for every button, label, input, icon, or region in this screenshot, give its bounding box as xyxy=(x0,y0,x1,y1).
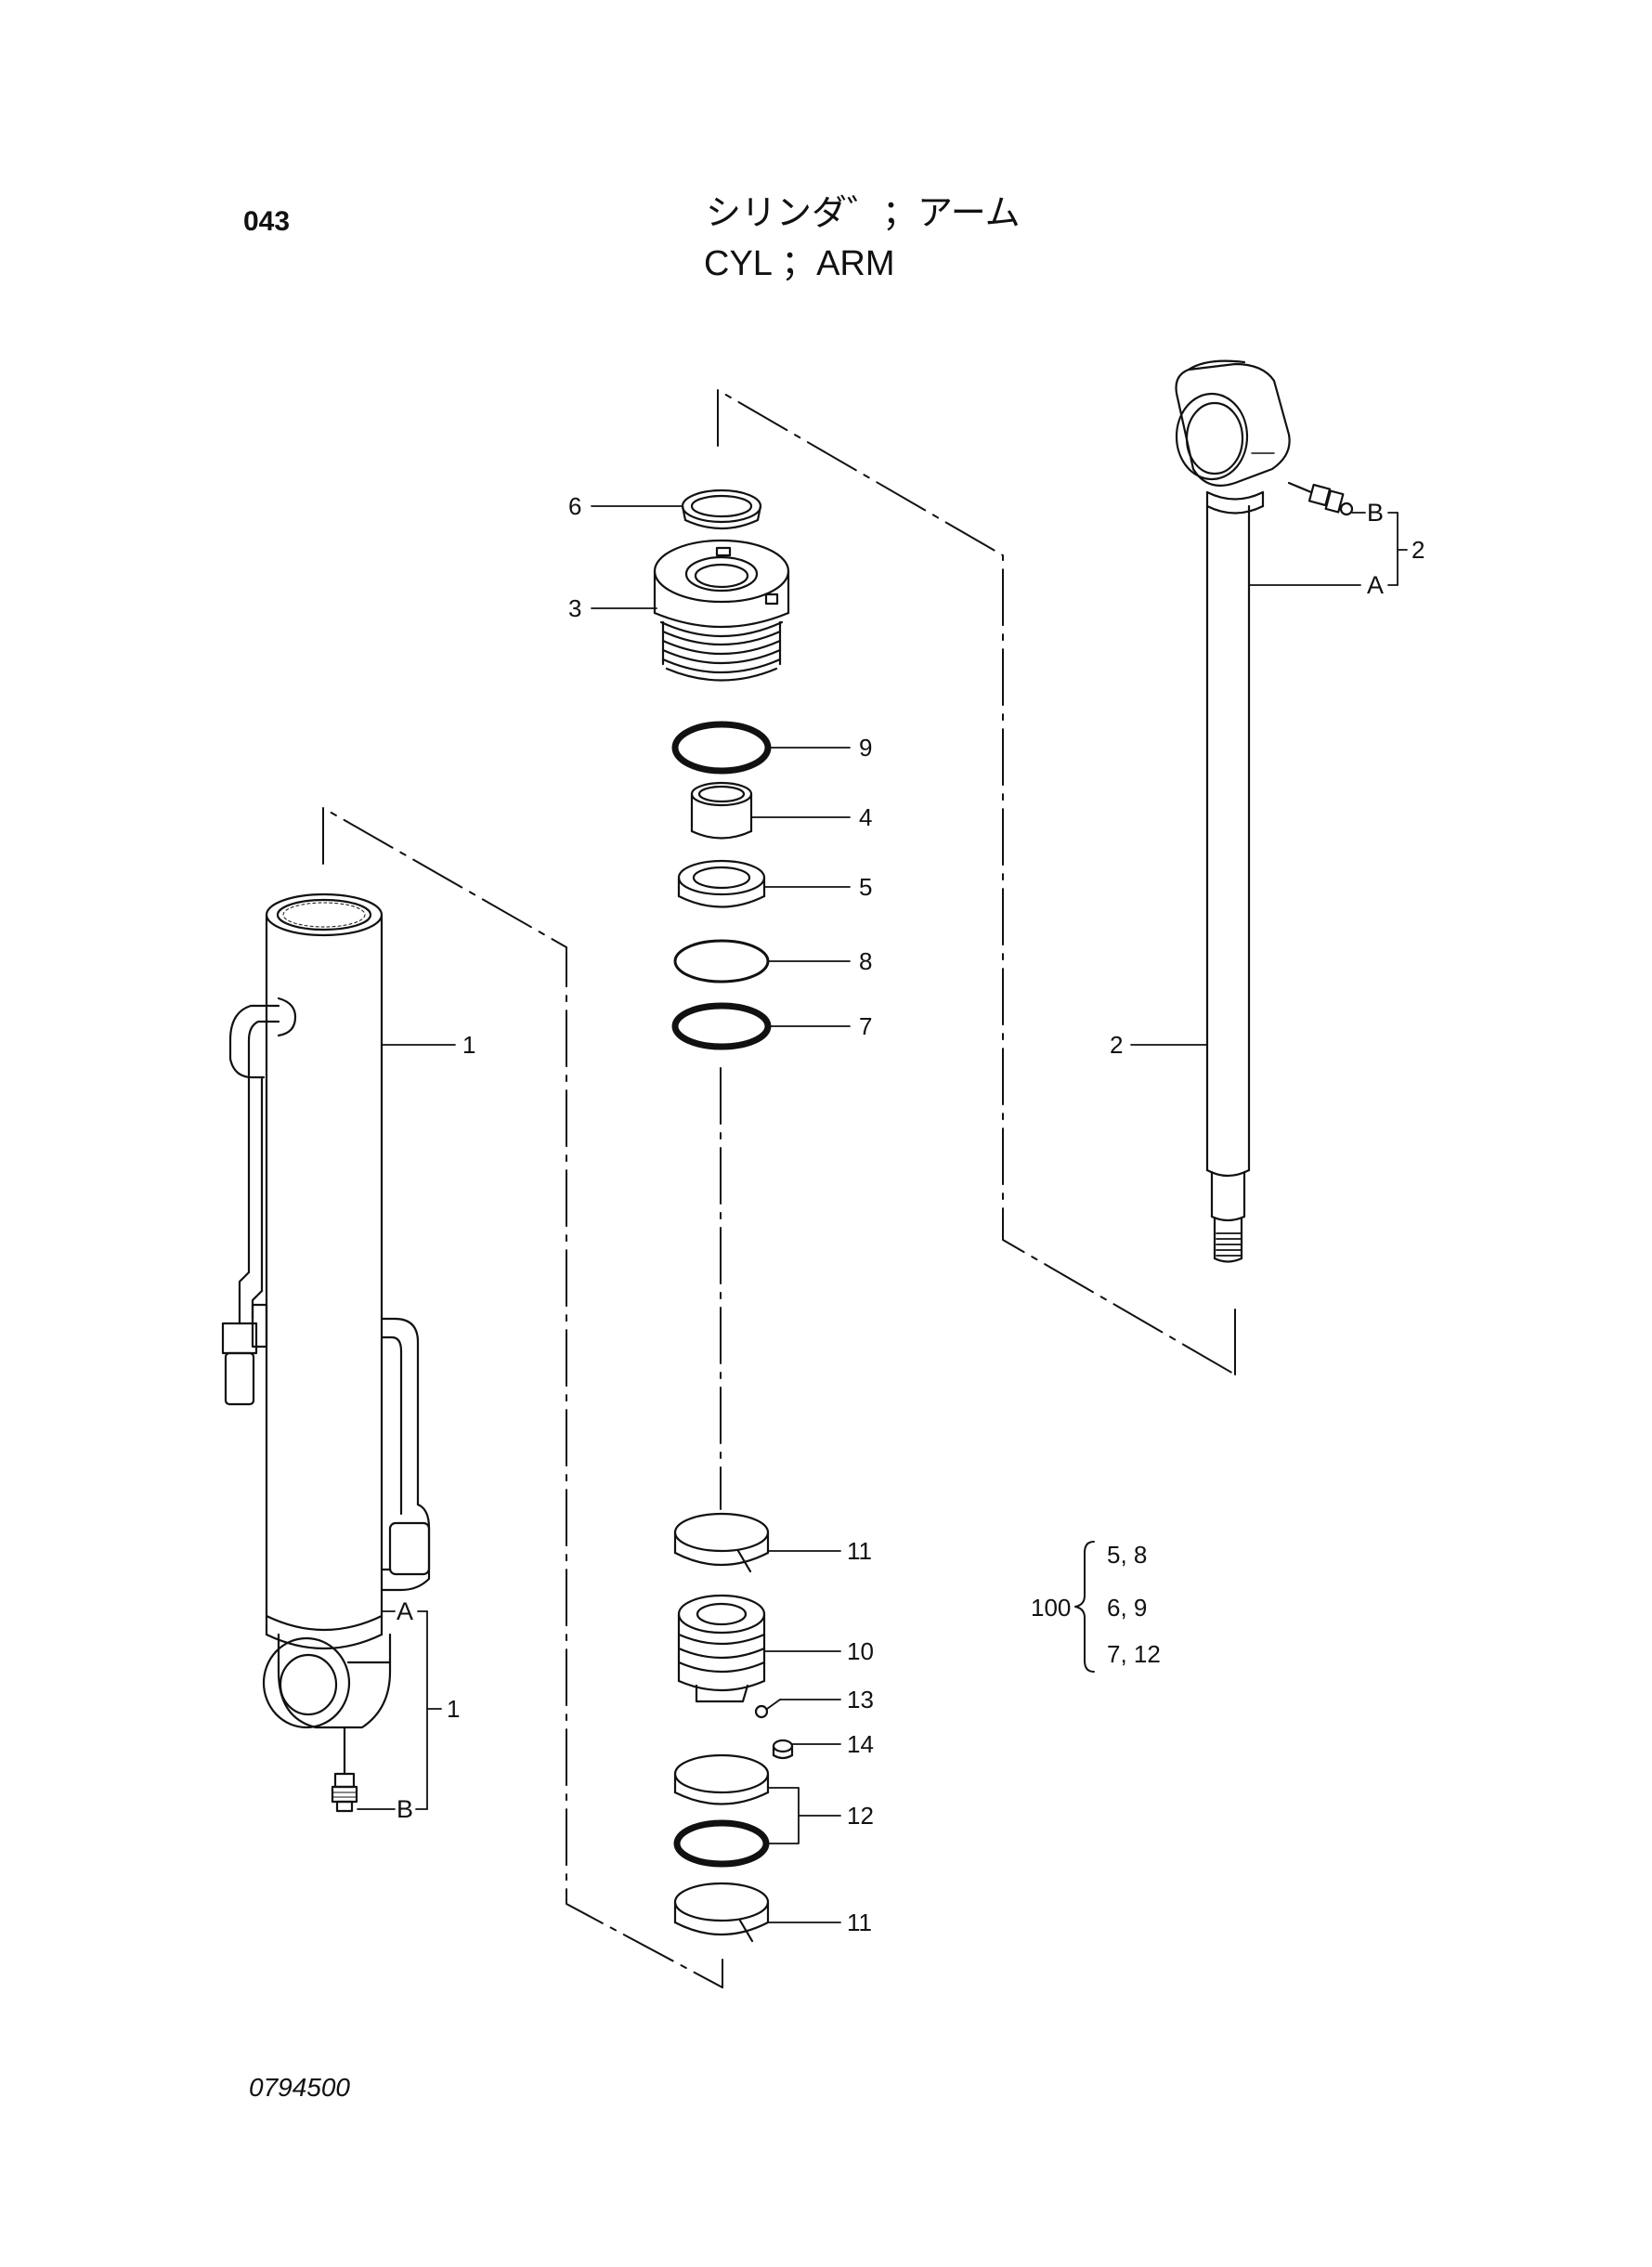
title-japanese: シリンダ゛；アーム xyxy=(706,192,1021,233)
rod-cover-part-3 xyxy=(653,539,790,682)
kit-row-3: 7, 12 xyxy=(1107,1640,1161,1668)
kit-row-1: 5, 8 xyxy=(1107,1541,1147,1569)
callout-11-upper: 11 xyxy=(847,1537,872,1565)
callout-6: 6 xyxy=(568,492,581,520)
backup-ring-part-8 xyxy=(673,939,770,984)
slide-ring-part-11-lower xyxy=(673,1882,770,1943)
cylinder-tube-part-1 xyxy=(221,892,431,1813)
callout-2-bracket: 2 xyxy=(1411,536,1424,564)
slide-ring-part-11-upper xyxy=(673,1512,770,1573)
callout-7: 7 xyxy=(859,1012,872,1040)
callout-B-left: B xyxy=(397,1795,413,1823)
assembly-line-right xyxy=(717,389,1236,1375)
seal-part-5 xyxy=(677,859,766,908)
piston-part-10 xyxy=(677,1594,766,1703)
callout-10: 10 xyxy=(847,1637,874,1665)
callout-4: 4 xyxy=(859,803,872,831)
o-ring-part-9 xyxy=(671,721,772,775)
piston-rod-part-2 xyxy=(1175,359,1354,1263)
callout-2-main: 2 xyxy=(1110,1031,1123,1059)
set-screw-part-14 xyxy=(772,1739,794,1760)
title-english: CYL ；ARM xyxy=(704,244,895,283)
callout-13: 13 xyxy=(847,1686,874,1713)
seal-set-part-12 xyxy=(673,1753,770,1868)
callout-8: 8 xyxy=(859,947,872,975)
callout-labels: 6 3 9 4 5 8 7 11 10 13 14 12 11 1 1 A B … xyxy=(397,492,1424,1936)
steel-ball-part-13 xyxy=(754,1704,769,1719)
callout-12: 12 xyxy=(847,1802,874,1830)
assembly-line-left xyxy=(322,807,723,1988)
kit-row-2: 6, 9 xyxy=(1107,1594,1147,1622)
callout-A-left: A xyxy=(397,1597,413,1625)
drawing-number: 0794500 xyxy=(249,2073,351,2102)
callout-B-right: B xyxy=(1367,499,1384,527)
callout-1-bracket: 1 xyxy=(447,1695,460,1723)
o-ring-part-7 xyxy=(671,1002,772,1050)
kit-number: 100 xyxy=(1031,1594,1071,1622)
bushing-part-4 xyxy=(690,781,753,840)
callout-A-right: A xyxy=(1367,571,1384,599)
callout-5: 5 xyxy=(859,873,872,901)
callout-1-main: 1 xyxy=(462,1031,475,1059)
callout-3: 3 xyxy=(568,594,581,622)
dust-seal-part-6 xyxy=(681,489,762,530)
callout-14: 14 xyxy=(847,1730,874,1758)
leader-lines xyxy=(357,505,1408,1923)
callout-11-lower: 11 xyxy=(847,1909,872,1936)
callout-9: 9 xyxy=(859,734,872,762)
page-number: 043 xyxy=(243,206,291,237)
